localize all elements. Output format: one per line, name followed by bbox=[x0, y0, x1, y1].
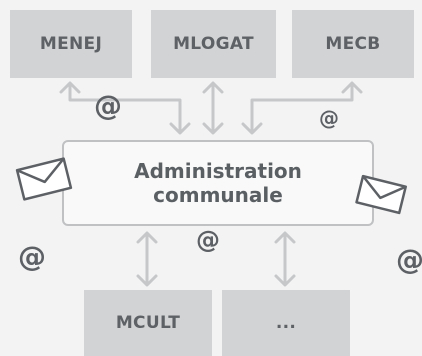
at-symbol-icon: @ bbox=[18, 240, 46, 273]
arrowhead-down bbox=[202, 122, 224, 135]
central-administration-box: Administration communale bbox=[62, 140, 374, 226]
box-more: ... bbox=[222, 290, 350, 356]
box-label: MENEJ bbox=[39, 34, 103, 54]
connector-mcult bbox=[136, 231, 158, 287]
envelope-icon bbox=[15, 157, 73, 201]
box-mecb: MECB bbox=[292, 10, 414, 78]
arrowhead-up bbox=[202, 81, 224, 94]
at-symbol-icon: @ bbox=[319, 106, 339, 130]
connector-mlogat bbox=[202, 81, 224, 135]
box-mcult: MCULT bbox=[84, 290, 212, 356]
arrowhead-up bbox=[341, 81, 363, 94]
arrowhead-up bbox=[136, 231, 158, 244]
center-title-line2: communale bbox=[153, 183, 283, 207]
envelope-icon bbox=[355, 174, 407, 215]
box-label: MECB bbox=[325, 34, 381, 54]
at-symbol-icon: @ bbox=[396, 243, 422, 276]
at-symbol-icon: @ bbox=[196, 226, 220, 254]
box-label: MCULT bbox=[115, 313, 181, 333]
arrowhead-down bbox=[241, 122, 263, 135]
box-menej: MENEJ bbox=[10, 10, 132, 78]
connector-mecb bbox=[241, 81, 363, 135]
center-title-line1: Administration bbox=[134, 159, 302, 183]
arrowhead-down bbox=[169, 122, 191, 135]
arrowhead-down bbox=[136, 274, 158, 287]
box-mlogat: MLOGAT bbox=[151, 10, 276, 78]
arrowhead-down bbox=[274, 274, 296, 287]
box-label: ... bbox=[275, 313, 297, 333]
arrowhead-up bbox=[274, 231, 296, 244]
box-label: MLOGAT bbox=[173, 34, 254, 54]
arrowhead-up bbox=[59, 81, 81, 94]
connector-more bbox=[274, 231, 296, 287]
at-symbol-icon: @ bbox=[94, 89, 122, 122]
connector-menej bbox=[59, 81, 191, 135]
